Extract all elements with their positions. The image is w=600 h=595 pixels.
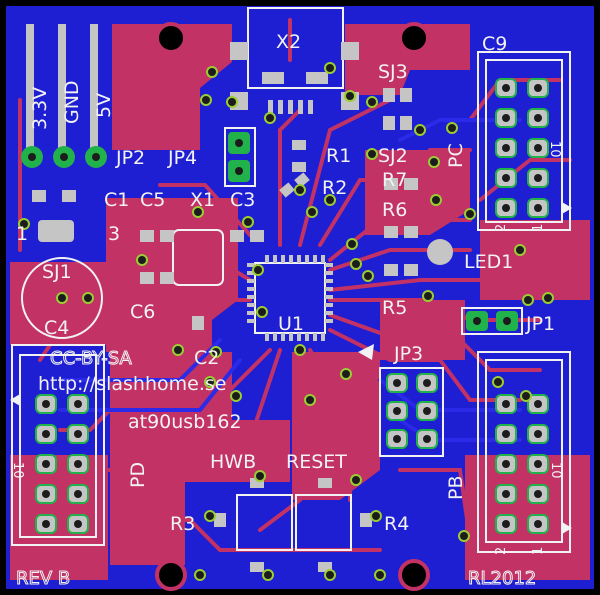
rotated-labels: 3.3V GND 5V PC PD PB <box>29 80 467 500</box>
label-c5: C5 <box>140 189 165 211</box>
label-c3: C3 <box>230 189 255 211</box>
label-3v3: 3.3V <box>29 87 51 130</box>
label-license: CC-BY-SA <box>50 348 132 369</box>
smd-pads <box>32 88 418 572</box>
label-5v: 5V <box>93 93 115 118</box>
label-r5: R5 <box>382 297 407 319</box>
label-chip: at90usb162 <box>128 411 242 433</box>
label-c1: C1 <box>104 189 129 211</box>
label-two-pb: 2 <box>494 547 509 555</box>
label-jp2: JP2 <box>115 147 145 169</box>
vias <box>18 62 554 581</box>
power-header-pins <box>26 24 98 154</box>
label-sj1: SJ1 <box>42 261 72 283</box>
label-ten-pb: 10 <box>548 462 563 479</box>
label-url: http://slashhome.se <box>38 373 226 395</box>
silkscreen-text: X2 SJ3 C9 JP2 JP4 R1 SJ2 R2 R7 C1 C5 X1 … <box>10 31 563 590</box>
label-led1: LED1 <box>464 251 513 273</box>
jp4-pads <box>228 132 250 182</box>
label-r7: R7 <box>382 169 407 191</box>
label-year: RL2012 <box>468 568 536 589</box>
label-c6: C6 <box>130 301 155 323</box>
label-r1: R1 <box>326 145 351 167</box>
label-sj3: SJ3 <box>378 61 408 83</box>
label-rev: REV B <box>16 568 70 589</box>
header-pin-arrays <box>35 78 549 534</box>
label-pd: PD <box>127 462 149 488</box>
label-reset: RESET <box>286 451 347 473</box>
label-pb: PB <box>445 476 467 501</box>
label-one-top: 1 <box>531 224 546 232</box>
header-pd-pins <box>35 394 89 534</box>
label-c2: C2 <box>194 347 219 369</box>
header-pc-pins <box>495 78 549 218</box>
label-sj2: SJ2 <box>378 145 408 167</box>
header-pb-pins <box>495 394 549 534</box>
mounting-holes <box>155 22 430 591</box>
silkscreen-outlines <box>11 7 571 553</box>
label-r4: R4 <box>384 513 409 535</box>
label-x1: X1 <box>190 189 215 211</box>
led-body <box>427 239 453 265</box>
power-header-pads <box>21 146 107 168</box>
label-jp4: JP4 <box>167 147 197 169</box>
header-jp3-pins <box>386 373 438 449</box>
label-pc: PC <box>445 143 467 168</box>
label-jp1: JP1 <box>525 313 555 335</box>
label-u1: U1 <box>278 313 304 335</box>
jp1-pads <box>466 311 518 331</box>
label-c9: C9 <box>482 33 507 55</box>
label-ten-pd: 10 <box>10 462 25 479</box>
u1-chip <box>247 255 333 341</box>
label-ten-top: 10 <box>547 141 562 158</box>
label-one-left: 1 <box>16 223 28 245</box>
label-r3: R3 <box>170 513 195 535</box>
label-c4: C4 <box>44 317 69 339</box>
label-jp3: JP3 <box>393 343 423 365</box>
label-three: 3 <box>108 223 120 245</box>
label-gnd: GND <box>61 80 83 124</box>
label-r6: R6 <box>382 199 407 221</box>
label-x2: X2 <box>276 31 301 53</box>
label-r2: R2 <box>322 177 347 199</box>
label-hwb: HWB <box>210 451 256 473</box>
label-two-top: 2 <box>494 224 509 232</box>
label-one-pb: 1 <box>531 547 546 555</box>
